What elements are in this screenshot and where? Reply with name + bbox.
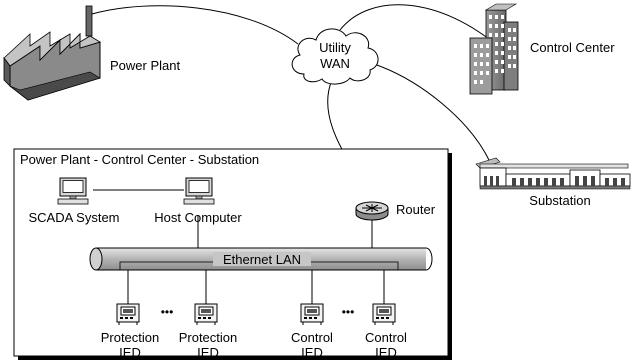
substation-label: Substation [529,193,590,208]
plant-wan-link [91,5,299,45]
control-ied-1-icon [300,303,324,326]
group-title: Power Plant - Control Center - Substatio… [20,152,259,167]
control-ied-2-label-top: Control [365,330,407,345]
protection-ied-2-label-top: Protection [179,330,238,345]
control-ied-1-label-top: Control [291,330,333,345]
protection-ied-1-label-top: Protection [101,330,160,345]
protection-ellipsis: ••• [161,305,174,319]
control-ellipsis: ••• [342,305,355,319]
protection-ied-2-label-bottom: IED [197,345,219,360]
scada-computer-icon [57,177,89,205]
router-label: Router [396,202,436,217]
control-center-label: Control Center [530,40,615,55]
scada-label: SCADA System [28,210,119,225]
factory-icon [3,5,101,101]
ethernet-lan-label: Ethernet LAN [223,252,301,267]
protection-ied-1-icon [116,303,140,326]
host-label: Host Computer [154,210,242,225]
power-plant-label: Power Plant [110,58,180,73]
building-icon [469,3,519,95]
control-ied-1-label-bottom: IED [301,345,323,360]
protection-ied-2-icon [194,303,218,326]
router-icon [355,201,389,221]
lan-label-bg [213,252,311,266]
control-ied-2-icon [372,303,396,326]
wan-control-center-link [339,4,501,49]
substation-icon [475,157,631,190]
protection-ied-1-label-bottom: IED [119,345,141,360]
control-ied-2-label-bottom: IED [375,345,397,360]
host-computer-icon [183,177,215,205]
wan-substation-link [373,63,491,163]
wan-label: WAN [320,56,350,71]
utility-label: Utility [319,40,351,55]
cloud-icon [291,28,379,85]
